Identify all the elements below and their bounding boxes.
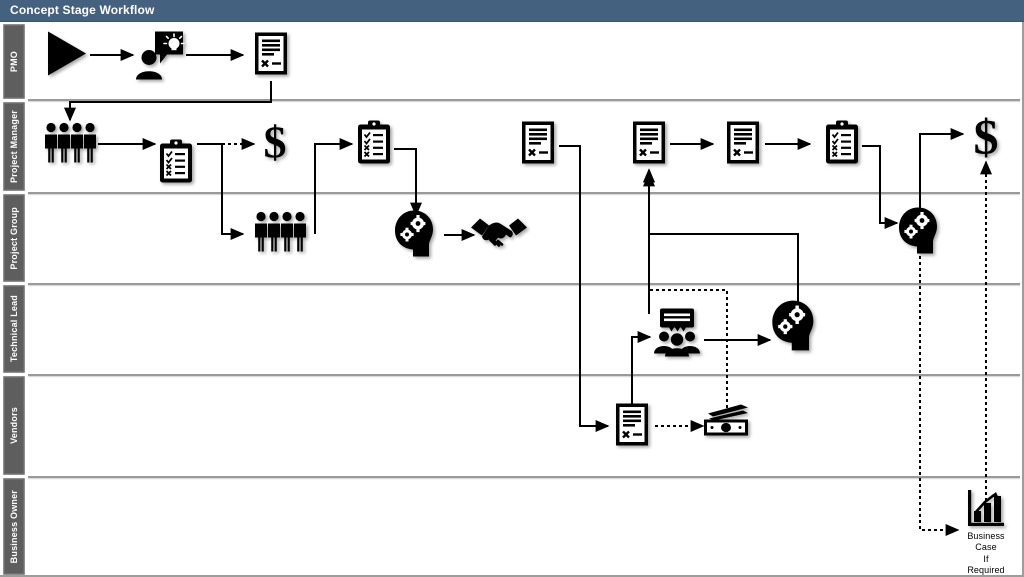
cash-money-icon: [701, 404, 753, 438]
node-people-group-pm[interactable]: [43, 122, 97, 167]
signed-document-icon: [253, 31, 289, 77]
diagram-canvas: PMO Project Manager Project Group Techni…: [0, 22, 1024, 577]
node-dollar-sign-1[interactable]: $: [260, 120, 290, 169]
dollar-sign-icon: $: [260, 120, 290, 166]
lane-label-text: Project Manager: [9, 109, 19, 184]
people-group-icon: [253, 211, 307, 253]
checklist-clipboard-icon: [157, 139, 195, 185]
bar-chart-growth-icon: [966, 488, 1006, 528]
node-signed-document-vendor[interactable]: [614, 402, 650, 451]
node-handshake[interactable]: [470, 213, 528, 256]
svg-text:$: $: [974, 113, 999, 163]
lane-label-text: Project Group: [9, 206, 19, 270]
signed-document-icon: [631, 120, 667, 166]
svg-text:$: $: [264, 120, 287, 166]
node-start-triangle[interactable]: [45, 30, 89, 81]
node-people-group-pg[interactable]: [253, 211, 307, 256]
node-head-gears-tl[interactable]: [768, 300, 822, 355]
lane-body-technical-lead: [28, 285, 1020, 374]
node-checklist-clipboard-2[interactable]: [355, 120, 393, 169]
node-head-gears-pg-2[interactable]: [895, 207, 945, 258]
node-caption: Business Case If Required: [967, 531, 1005, 575]
lane-label-project-manager: Project Manager: [3, 102, 25, 191]
lane-label-text: Technical Lead: [9, 295, 19, 363]
lane-label-technical-lead: Technical Lead: [3, 285, 25, 373]
person-idea-icon: [133, 31, 185, 81]
head-gears-icon: [391, 210, 441, 258]
lane-separator-3: [28, 283, 1020, 285]
head-gears-icon: [768, 300, 822, 352]
node-head-gears-pg-1[interactable]: [391, 210, 441, 261]
checklist-clipboard-icon: [823, 120, 861, 166]
node-cash-money[interactable]: [701, 404, 753, 441]
lane-label-pmo: PMO: [3, 24, 25, 99]
node-business-case[interactable]: Business Case If Required: [966, 488, 1006, 576]
lane-label-business-owner: Business Owner: [3, 478, 25, 575]
lane-body-business-owner: [28, 478, 1020, 575]
signed-document-icon: [614, 402, 650, 448]
lane-body-vendors: [28, 376, 1020, 476]
node-dollar-sign-2[interactable]: $: [970, 113, 1002, 166]
node-checklist-clipboard-1[interactable]: [157, 139, 195, 188]
node-person-idea[interactable]: [133, 31, 185, 84]
node-signed-document-pm-2[interactable]: [631, 120, 667, 169]
lane-separator-1: [28, 99, 1020, 101]
people-group-icon: [43, 122, 97, 164]
node-signed-document-pm-1[interactable]: [520, 120, 556, 169]
signed-document-icon: [725, 120, 761, 166]
node-meeting-presentation[interactable]: [649, 308, 705, 361]
node-signed-document-pm-3[interactable]: [725, 120, 761, 169]
handshake-icon: [470, 213, 528, 253]
lane-label-project-group: Project Group: [3, 194, 25, 282]
checklist-clipboard-icon: [355, 120, 393, 166]
dollar-sign-icon: $: [970, 113, 1002, 163]
lane-label-text: Vendors: [9, 407, 19, 444]
node-signed-document-pmo[interactable]: [253, 31, 289, 80]
page-title: Concept Stage Workflow: [10, 3, 155, 17]
lane-separator-2: [28, 192, 1020, 194]
start-triangle-icon: [45, 30, 89, 78]
lane-body-project-group: [28, 194, 1020, 283]
head-gears-icon: [895, 207, 945, 255]
lane-separator-5: [28, 476, 1020, 478]
lane-label-text: PMO: [9, 50, 19, 73]
lane-separator-4: [28, 374, 1020, 376]
window-title-bar: Concept Stage Workflow: [0, 0, 1024, 22]
lane-label-text: Business Owner: [9, 489, 19, 564]
signed-document-icon: [520, 120, 556, 166]
lane-label-vendors: Vendors: [3, 376, 25, 475]
node-checklist-clipboard-3[interactable]: [823, 120, 861, 169]
meeting-presentation-icon: [649, 308, 705, 358]
